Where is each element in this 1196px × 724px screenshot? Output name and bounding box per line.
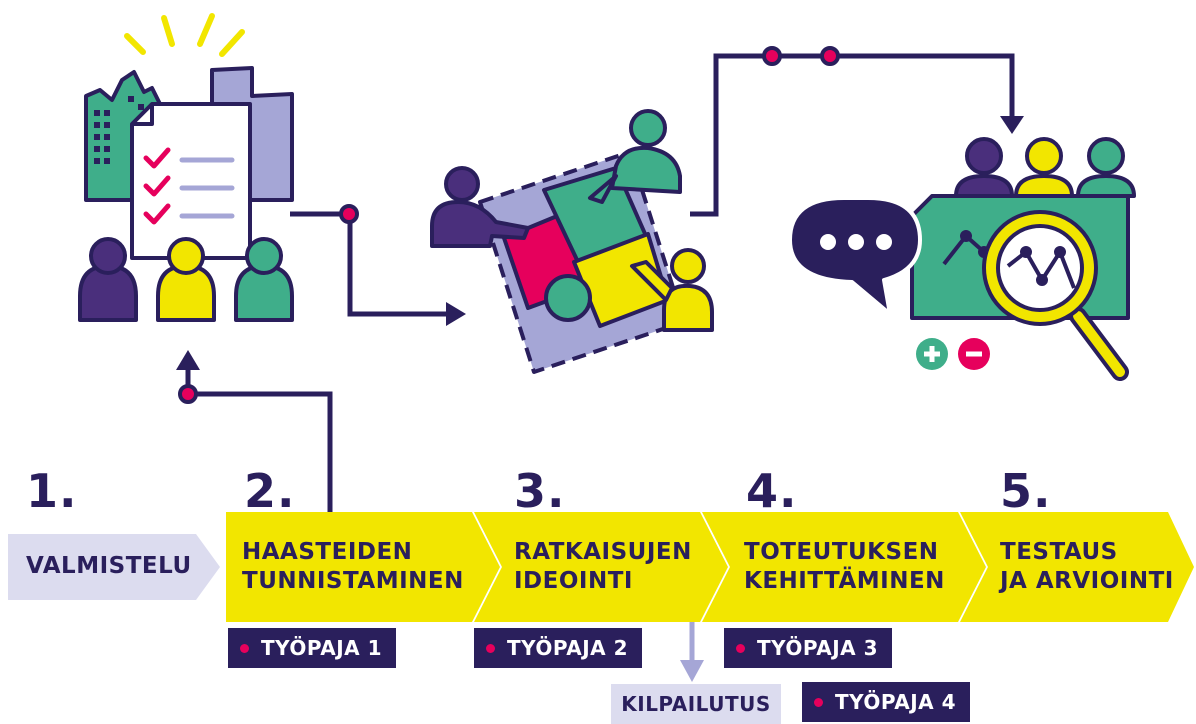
step-label-3: RATKAISUJEN IDEOINTI: [514, 539, 692, 594]
workshop-label-3: TYÖPAJA 3: [757, 636, 879, 660]
minus-icon: [958, 338, 990, 370]
step-number-1: 1.: [26, 464, 78, 518]
step-number-3: 3.: [514, 464, 566, 518]
workshop-label-1: TYÖPAJA 1: [261, 636, 383, 660]
bullet-dot: [736, 643, 745, 653]
step-label-1: VALMISTELU: [26, 553, 192, 579]
connector-arrow-1: [290, 204, 466, 326]
document-checklist-icon: [130, 102, 252, 260]
step-label-5: TESTAUS JA ARVIOINTI: [1000, 539, 1174, 594]
workshop-label-2: TYÖPAJA 2: [507, 636, 629, 660]
step-chevron-5: [960, 512, 1194, 622]
workshop-badge-4: TYÖPAJA 4: [802, 682, 971, 722]
connector-arrow-up: [176, 350, 333, 512]
speech-bubble-icon: [788, 196, 922, 316]
connector-arrow-2: [690, 46, 1024, 217]
people-icon: [430, 109, 714, 332]
workshop-badge-2: TYÖPAJA 2: [474, 628, 643, 668]
step-number-2: 2.: [244, 464, 296, 518]
tender-label: KILPAILUTUS: [611, 684, 781, 724]
workshop-badge-3: TYÖPAJA 3: [724, 628, 893, 668]
step-chevron-4: [702, 512, 986, 622]
step-chevron-3: [474, 512, 728, 622]
people-icon: [954, 137, 1136, 198]
step-number-5: 5.: [1000, 464, 1052, 518]
puzzle-icon: [478, 150, 686, 374]
plus-icon: [916, 338, 948, 370]
workshop-badge-1: TYÖPAJA 1: [228, 628, 397, 668]
bullet-dot: [486, 643, 495, 653]
workshop-label-4: TYÖPAJA 4: [835, 690, 957, 714]
step-label-4: TOTEUTUKSEN KEHITTÄMINEN: [744, 539, 945, 594]
bullet-dot: [240, 643, 249, 653]
step-number-4: 4.: [746, 464, 798, 518]
step-chevron-1: [8, 534, 220, 600]
magnifier-chart-icon: [910, 194, 1130, 381]
bullet-dot: [814, 697, 823, 707]
tender-arrow: [680, 620, 704, 682]
step-label-2: HAASTEIDEN TUNNISTAMINEN: [242, 539, 464, 594]
people-icon: [78, 237, 294, 322]
step-chevron-2: [226, 512, 500, 622]
